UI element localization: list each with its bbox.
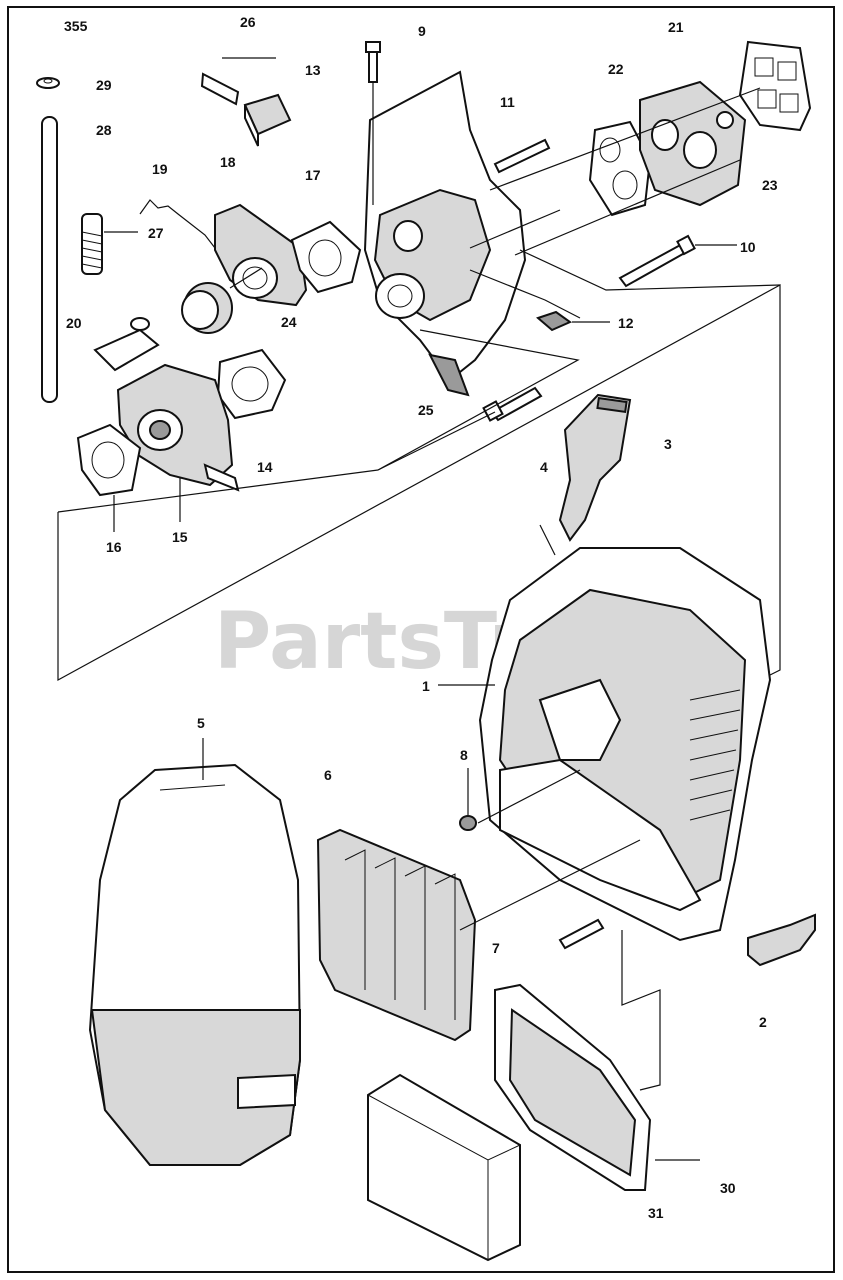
callout-355: 355 [64,18,88,34]
foam-block-31-part [367,1073,521,1262]
callout-2: 2 [759,1014,767,1030]
callout-29: 29 [96,77,112,93]
air-ring-part [181,282,233,334]
filter-7-part [316,828,477,1042]
callout-4: 4 [540,459,548,475]
carburetor-gasket-part [76,423,142,497]
bolt-25-part [482,386,543,422]
bracket-4-part [558,393,632,542]
gasket-lower-part [216,348,287,420]
long-bolt-part [618,234,696,288]
diagram-frame [7,6,835,1273]
gasket-21-part [738,40,812,132]
nut-8-part [459,815,477,831]
block-part [243,93,292,147]
callout-6: 6 [324,767,332,783]
callout-11: 11 [500,94,515,110]
clip-part [36,77,60,89]
callout-9: 9 [418,23,426,39]
callout-28: 28 [96,122,112,138]
trigger-part [747,913,816,967]
cover-5-part [88,763,302,1166]
screw-9-part [365,41,381,83]
gasket-22-part [588,120,652,217]
spring-part [81,213,103,275]
callout-18: 18 [220,154,236,170]
callout-31: 31 [648,1205,664,1221]
callout-10: 10 [740,239,756,255]
callout-1: 1 [422,678,430,694]
callout-25: 25 [418,402,434,418]
callout-12: 12 [618,315,634,331]
intake-housing-part [363,70,527,397]
nut-12-part [536,310,573,332]
callout-7: 7 [492,940,500,956]
rod-part [41,116,58,403]
callout-21: 21 [668,19,684,35]
callout-8: 8 [460,747,468,763]
callout-15: 15 [172,529,188,545]
callout-26: 26 [240,14,256,30]
callout-27: 27 [148,225,164,241]
pin-part [200,72,240,106]
callout-22: 22 [608,61,624,77]
filter-frame-30-part [494,983,652,1191]
callout-19: 19 [152,161,168,177]
callout-13: 13 [305,62,321,78]
callout-14: 14 [257,459,273,475]
callout-30: 30 [720,1180,736,1196]
callout-5: 5 [197,715,205,731]
spacer-23-part [639,80,747,207]
screw-2-part [558,918,605,950]
carburetor-part [93,328,240,492]
carburetor-adapter-part [214,203,308,307]
callout-16: 16 [106,539,122,555]
gasket-upper-part [290,220,362,294]
callout-24: 24 [281,314,297,330]
callout-3: 3 [664,436,672,452]
filter-housing-part [478,547,772,942]
callout-20: 20 [66,315,82,331]
callout-23: 23 [762,177,778,193]
callout-17: 17 [305,167,321,183]
